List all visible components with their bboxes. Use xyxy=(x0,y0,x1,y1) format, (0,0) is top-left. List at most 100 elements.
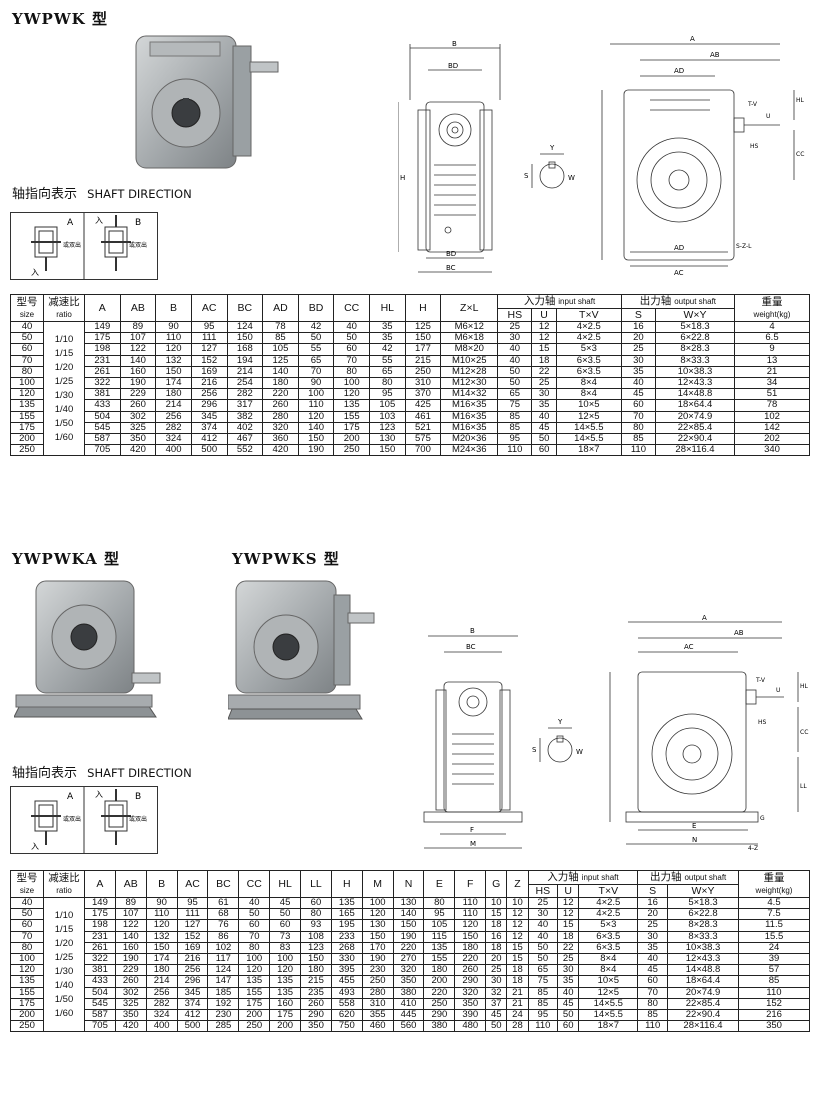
table-cell: 340 xyxy=(734,444,810,457)
table-cell: 8×28.3 xyxy=(655,343,735,356)
table-cell: 125 xyxy=(262,354,299,367)
th2-n: N xyxy=(392,870,425,898)
table-cell: 390 xyxy=(454,1009,487,1022)
table-cell: 105 xyxy=(423,919,456,932)
table-cell: 37 xyxy=(485,997,508,1011)
table-cell: 50 xyxy=(497,365,533,379)
front-view-drawing-1: B BD BD BC H xyxy=(397,40,514,280)
dim-4z-2: 4-Z xyxy=(748,845,758,852)
table-cell: 152 xyxy=(190,354,228,367)
table-cell: 70 xyxy=(10,354,44,367)
table-cell: 410 xyxy=(392,997,425,1011)
table-cell: 45 xyxy=(531,421,557,435)
table-cell: 320 xyxy=(392,964,425,977)
dir-a-label: A xyxy=(67,218,74,228)
table-cell: 185 xyxy=(207,986,240,999)
table-cell: 122 xyxy=(119,343,157,356)
table-cell: 12 xyxy=(557,908,580,921)
table-cell: 4.5 xyxy=(738,896,810,910)
table-cell: 102 xyxy=(734,410,810,423)
table-cell: 10×5 xyxy=(578,975,639,988)
table-cell: 14×48.8 xyxy=(655,388,735,401)
table-cell: 282 xyxy=(226,388,264,401)
table-cell: 270 xyxy=(392,953,425,966)
table-cell: 175 xyxy=(269,1009,302,1022)
ratio-value: 1/40 xyxy=(54,403,74,415)
th2-input-shaft: 入力轴 input shaft xyxy=(527,870,639,885)
reducer-photo-ywpwka xyxy=(13,575,164,725)
table-cell: 155 xyxy=(10,986,44,999)
table-cell: 700 xyxy=(404,444,442,457)
table-cell: 374 xyxy=(190,421,228,435)
table-cell: 22×90.4 xyxy=(667,1009,739,1022)
th2-a: A xyxy=(84,870,116,898)
ratio-value: 1/15 xyxy=(54,347,74,359)
table-cell: 130 xyxy=(361,919,394,932)
table-cell: 381 xyxy=(84,388,121,401)
table-cell: 80 xyxy=(10,365,44,379)
table-cell: 250 xyxy=(238,1020,271,1033)
table-cell: 18 xyxy=(485,919,508,932)
table-cell: 190 xyxy=(119,377,157,390)
dim-hl-2: HL xyxy=(800,683,809,690)
table-cell: 28×116.4 xyxy=(655,444,735,457)
table-cell: 135 xyxy=(238,975,271,988)
table-cell: 78 xyxy=(262,320,299,334)
th2-h: H xyxy=(330,870,363,898)
table-cell: 100 xyxy=(333,377,370,390)
table-cell: 45 xyxy=(637,964,668,977)
table-cell: 160 xyxy=(114,941,147,955)
table-cell: 20 xyxy=(637,908,668,921)
table-cell: 89 xyxy=(114,896,147,910)
table-cell: 282 xyxy=(155,421,192,435)
table-cell: 15 xyxy=(557,919,580,932)
table-cell: 455 xyxy=(330,975,363,988)
table-cell: 70 xyxy=(637,986,668,999)
table-cell: 65 xyxy=(297,354,335,367)
table-cell: 750 xyxy=(330,1020,363,1033)
table-cell: 70 xyxy=(333,354,370,367)
dim-a-2: A xyxy=(702,614,707,622)
dir-in-label-2: 入 xyxy=(31,842,39,851)
th2-wxy: W×Y xyxy=(667,884,739,898)
table-cell: 20×74.9 xyxy=(655,410,735,423)
table-cell: 100 xyxy=(238,953,271,966)
table-cell: 111 xyxy=(176,908,209,921)
table-cell: 89 xyxy=(119,320,157,334)
table-cell: 220 xyxy=(454,953,487,966)
table-cell: 95 xyxy=(369,388,406,401)
table-cell: 127 xyxy=(176,919,209,932)
th2-cc: CC xyxy=(238,870,271,898)
table-cell: 150 xyxy=(300,953,332,966)
table-cell: 130 xyxy=(369,433,406,446)
reducer-photo-ywpwk xyxy=(128,28,283,173)
table-cell: 80 xyxy=(300,908,332,921)
table-cell: 35 xyxy=(369,320,406,334)
dim-bc-2: BC xyxy=(466,643,476,651)
table-cell: 103 xyxy=(369,410,406,423)
table-cell: 282 xyxy=(145,997,178,1011)
th2-b: B xyxy=(145,870,178,898)
table-cell: 35 xyxy=(369,332,406,345)
table-cell: 200 xyxy=(10,433,44,446)
shaft-direction-cn-2: 轴指向表示 xyxy=(12,766,78,781)
table-cell: 149 xyxy=(84,896,116,910)
table-cell: 142 xyxy=(734,421,810,435)
table-cell: 30 xyxy=(557,964,580,977)
table-cell: 130 xyxy=(392,896,425,910)
shaft-direction-label-1: 轴指向表示 SHAFT DIRECTION xyxy=(12,183,192,202)
table-cell: 123 xyxy=(300,941,332,955)
table-cell: 6×3.5 xyxy=(578,941,639,955)
table-cell: 95 xyxy=(527,1009,559,1022)
table-cell: 22×85.4 xyxy=(655,421,735,435)
dir-in-label-2b: 入 xyxy=(95,790,103,799)
table-cell: 290 xyxy=(300,1009,332,1022)
th2-output-shaft: 出力轴 output shaft xyxy=(637,870,739,885)
table-cell: 125 xyxy=(404,320,442,334)
th-ad: AD xyxy=(262,294,299,322)
th-bc: BC xyxy=(226,294,264,322)
table-cell: 370 xyxy=(404,388,442,401)
table-cell: 216 xyxy=(176,953,209,966)
th-ac: AC xyxy=(190,294,228,322)
